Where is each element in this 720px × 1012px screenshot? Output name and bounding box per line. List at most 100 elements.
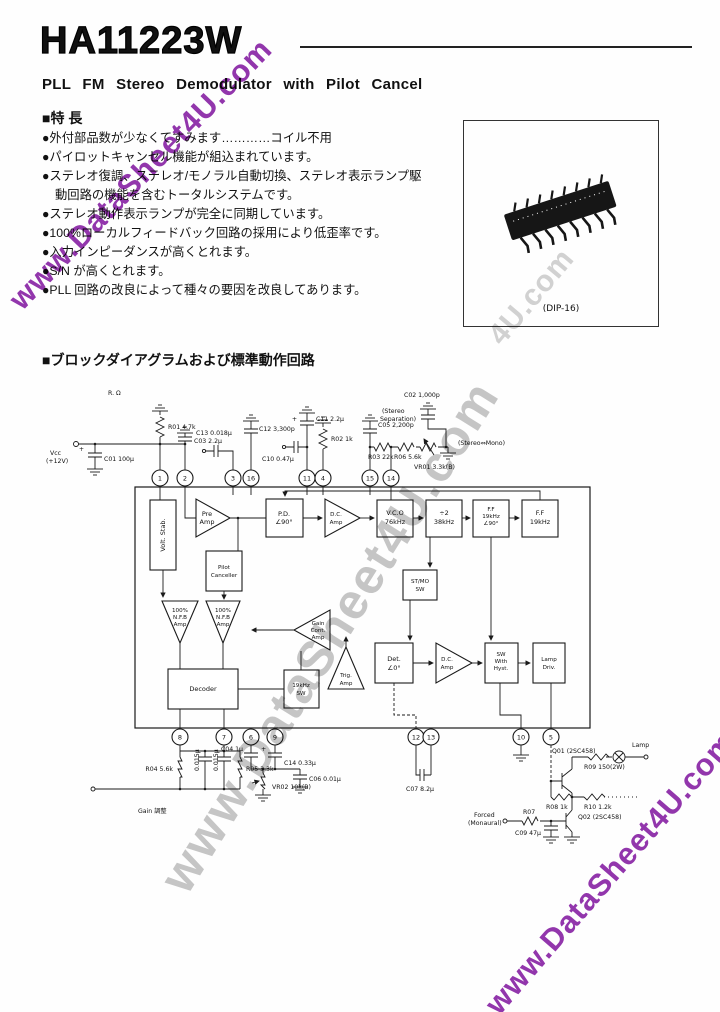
gain-note: Gain 調整 (138, 807, 167, 815)
features-heading: ■特 長 (42, 110, 83, 126)
hyst-l1: SW (496, 652, 506, 658)
div2-l1: ÷2 (439, 509, 449, 517)
c06-label: C06 0.01μ (309, 776, 341, 783)
sw19k-l1: 19kHz (292, 683, 310, 689)
feature-item: ●外付部品数が少なくてすみます…………コイル不用 (42, 131, 332, 145)
forced-label-1: Forced (474, 812, 495, 819)
separation-label-2: Separation) (380, 416, 416, 423)
r03-label: R03 22k (368, 454, 394, 461)
forced-label-2: (Monaural) (468, 820, 502, 827)
block-nfb-amp-2 (205, 600, 241, 645)
bottom-external-components: R04 5.6k 0.015μ 0.015μ R05 3.3k Gain 調整 … (90, 742, 649, 844)
pin: 2 (176, 469, 194, 487)
dc1-l2: Amp (330, 520, 343, 526)
block-lamp-driver (532, 642, 566, 684)
dip16-front-legs (519, 208, 617, 254)
sw19k-l2: SW (296, 691, 306, 697)
vcc-label: Vcc (50, 450, 62, 457)
c11-label: C11 2.2μ (316, 416, 344, 423)
dc2-l1: D.C. (441, 657, 453, 663)
r05-label: R05 3.3k (246, 766, 274, 773)
hyst-l2: With (495, 659, 508, 665)
block-volt-stab-label: Volt. Stab. (159, 518, 167, 551)
feature-item: ●パイロットキャンセル機能が組込まれています。 (42, 150, 319, 164)
pre-amp-l2: Amp (200, 518, 215, 526)
vr01-label: VR01 3.3k(B) (414, 464, 455, 471)
r08-label: R08 1k (546, 804, 568, 811)
svg-text:7: 7 (222, 734, 226, 742)
gain-l2: Cont. (311, 628, 326, 634)
separation-label-1: (Stereo (382, 408, 405, 415)
q01-label: Q01 (2SC458) (552, 748, 596, 755)
diagram-heading: ■ブロックダイアグラムおよび標準動作回路 (42, 352, 315, 368)
svg-text:16: 16 (247, 475, 255, 483)
pin: 1 (151, 469, 169, 487)
package-caption: (DIP-16) (543, 304, 580, 314)
pin: 3 (224, 469, 242, 487)
pin: 5 (542, 728, 560, 746)
r09-label: R09 150(2W) (584, 764, 625, 771)
features-list: ●外付部品数が少なくてすみます…………コイル不用 ●パイロットキャンセル機能が組… (42, 129, 462, 300)
pd-l1: P.D. (278, 510, 290, 518)
block-dc-amp-2 (435, 642, 474, 684)
feature-item: ●S/N が高くとれます。 (42, 264, 171, 278)
feature-item: ●入力インピーダンスが高くとれます。 (42, 245, 257, 259)
svg-text:9: 9 (273, 734, 277, 742)
nfb1-l2: N.F.B (173, 615, 187, 621)
junction-dots (93, 442, 448, 449)
ff90-l3: ∠90° (484, 520, 499, 527)
ff90-l1: F.F (487, 507, 494, 513)
page-subtitle: PLL FM Stereo Demodulator with Pilot Can… (42, 76, 423, 93)
page-title: HA11223W (39, 19, 243, 62)
pin: 11 (298, 469, 316, 487)
block-det-0 (374, 642, 414, 684)
block-diagram: R. Ω Vcc (+12V) + C01 100μ R01 4.7k C03 … (46, 390, 649, 844)
c03-label: C03 2.2μ (194, 438, 222, 445)
dip16-back-legs (513, 174, 604, 212)
feature-item: ●ステレオ復調、ステレオ/モノラル自動切換、ステレオ表示ランプ駆 (42, 169, 422, 183)
block-volt-stab (149, 499, 177, 571)
c04-label: C04 1μ (221, 746, 243, 753)
svg-text:15: 15 (366, 475, 374, 483)
block-dc-amp-1 (324, 498, 362, 538)
c16-label: 0.015μ (213, 749, 220, 771)
r04-label: R04 5.6k (145, 766, 173, 773)
vco-l2: 76kHz (385, 518, 406, 526)
c14-label: C14 0.33μ (284, 760, 316, 767)
package-photo-box: (DIP-16) (463, 120, 659, 327)
r02-label: R02 1k (331, 436, 353, 443)
nfb2-l3: Amp (217, 622, 230, 628)
block-stmo-sw (402, 569, 438, 601)
plus-sign: + (261, 746, 266, 753)
c13-label: C13 0.018μ (196, 430, 232, 437)
det0-l1: Det. (387, 655, 401, 663)
block-pre-amp (195, 498, 232, 538)
nfb2-l1: 100% (215, 608, 231, 614)
nfb1-l3: Amp (174, 622, 187, 628)
dip16-package-image: (DIP-16) (504, 174, 617, 314)
r07-label: R07 (523, 809, 535, 816)
dip16-body (504, 174, 617, 254)
stereo-mono-label: (Stereo⇔Mono) (458, 440, 505, 447)
svg-text:11: 11 (303, 475, 311, 483)
pin: 7 (215, 728, 233, 746)
block-sw-hyst (484, 642, 519, 684)
dc2-l2: Amp (441, 665, 454, 671)
internal-blocks: Volt. Stab. Pre Amp Pilot Canceller P.D.… (149, 498, 566, 710)
vr02-label: VR02 10k(B) (272, 784, 311, 791)
pin: 15 (361, 469, 379, 487)
r10-label: R10 1.2k (584, 804, 612, 811)
pin: 6 (242, 728, 260, 746)
svg-text:1: 1 (158, 475, 162, 483)
block-trig-amp (327, 645, 365, 690)
decoder-label: Decoder (189, 685, 217, 693)
ff90-l2: 19kHz (482, 514, 500, 520)
det0-l2: ∠0° (387, 664, 400, 672)
lampdrv-l2: Driv. (543, 665, 556, 671)
block-decoder (167, 668, 239, 710)
pin: 9 (266, 728, 284, 746)
lamp-label: Lamp (632, 742, 649, 749)
c02-label: C02 1,000p (404, 392, 440, 399)
svg-text:8: 8 (178, 734, 182, 742)
